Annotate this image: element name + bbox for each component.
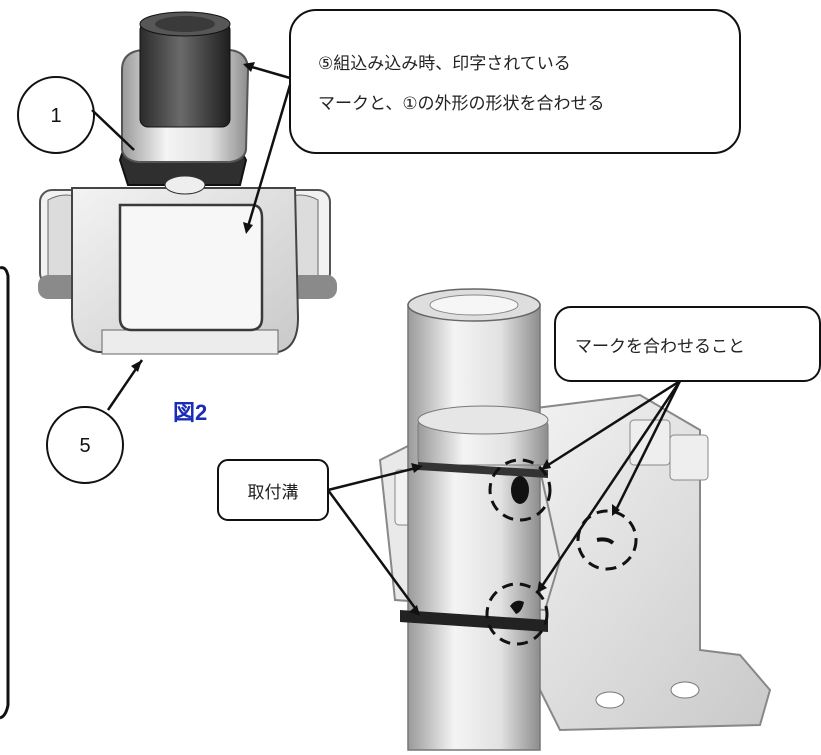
left-frame-border — [0, 266, 10, 720]
callout-top-box — [289, 9, 741, 154]
callout-mark-box — [554, 306, 821, 382]
leaders-mark — [538, 379, 682, 590]
figure-label: 図2 — [173, 400, 207, 425]
top-fitting-illustration — [38, 11, 337, 355]
part-number-5: 5 — [46, 406, 124, 484]
callout-top-line1: ⑤組込み込み時、印字されている — [318, 54, 571, 74]
part-number-1-label: 1 — [50, 105, 61, 127]
leader-top-b — [245, 84, 292, 231]
leader-1 — [91, 109, 135, 151]
part-number-5-label: 5 — [79, 435, 90, 457]
mark-highlight-3 — [485, 582, 549, 646]
leaders-groove — [326, 465, 421, 613]
mark-highlight-1 — [488, 458, 552, 522]
callout-groove-text: 取付溝 — [248, 483, 299, 503]
callout-mark-text: マークを合わせること — [575, 337, 745, 357]
arrowhead-5 — [131, 360, 142, 372]
pipe-assembly-illustration — [378, 288, 772, 751]
callout-top-line2: マークと、①の外形の形状を合わせる — [318, 94, 605, 114]
part-number-1: 1 — [17, 76, 95, 154]
mark-highlight-2 — [576, 509, 638, 571]
